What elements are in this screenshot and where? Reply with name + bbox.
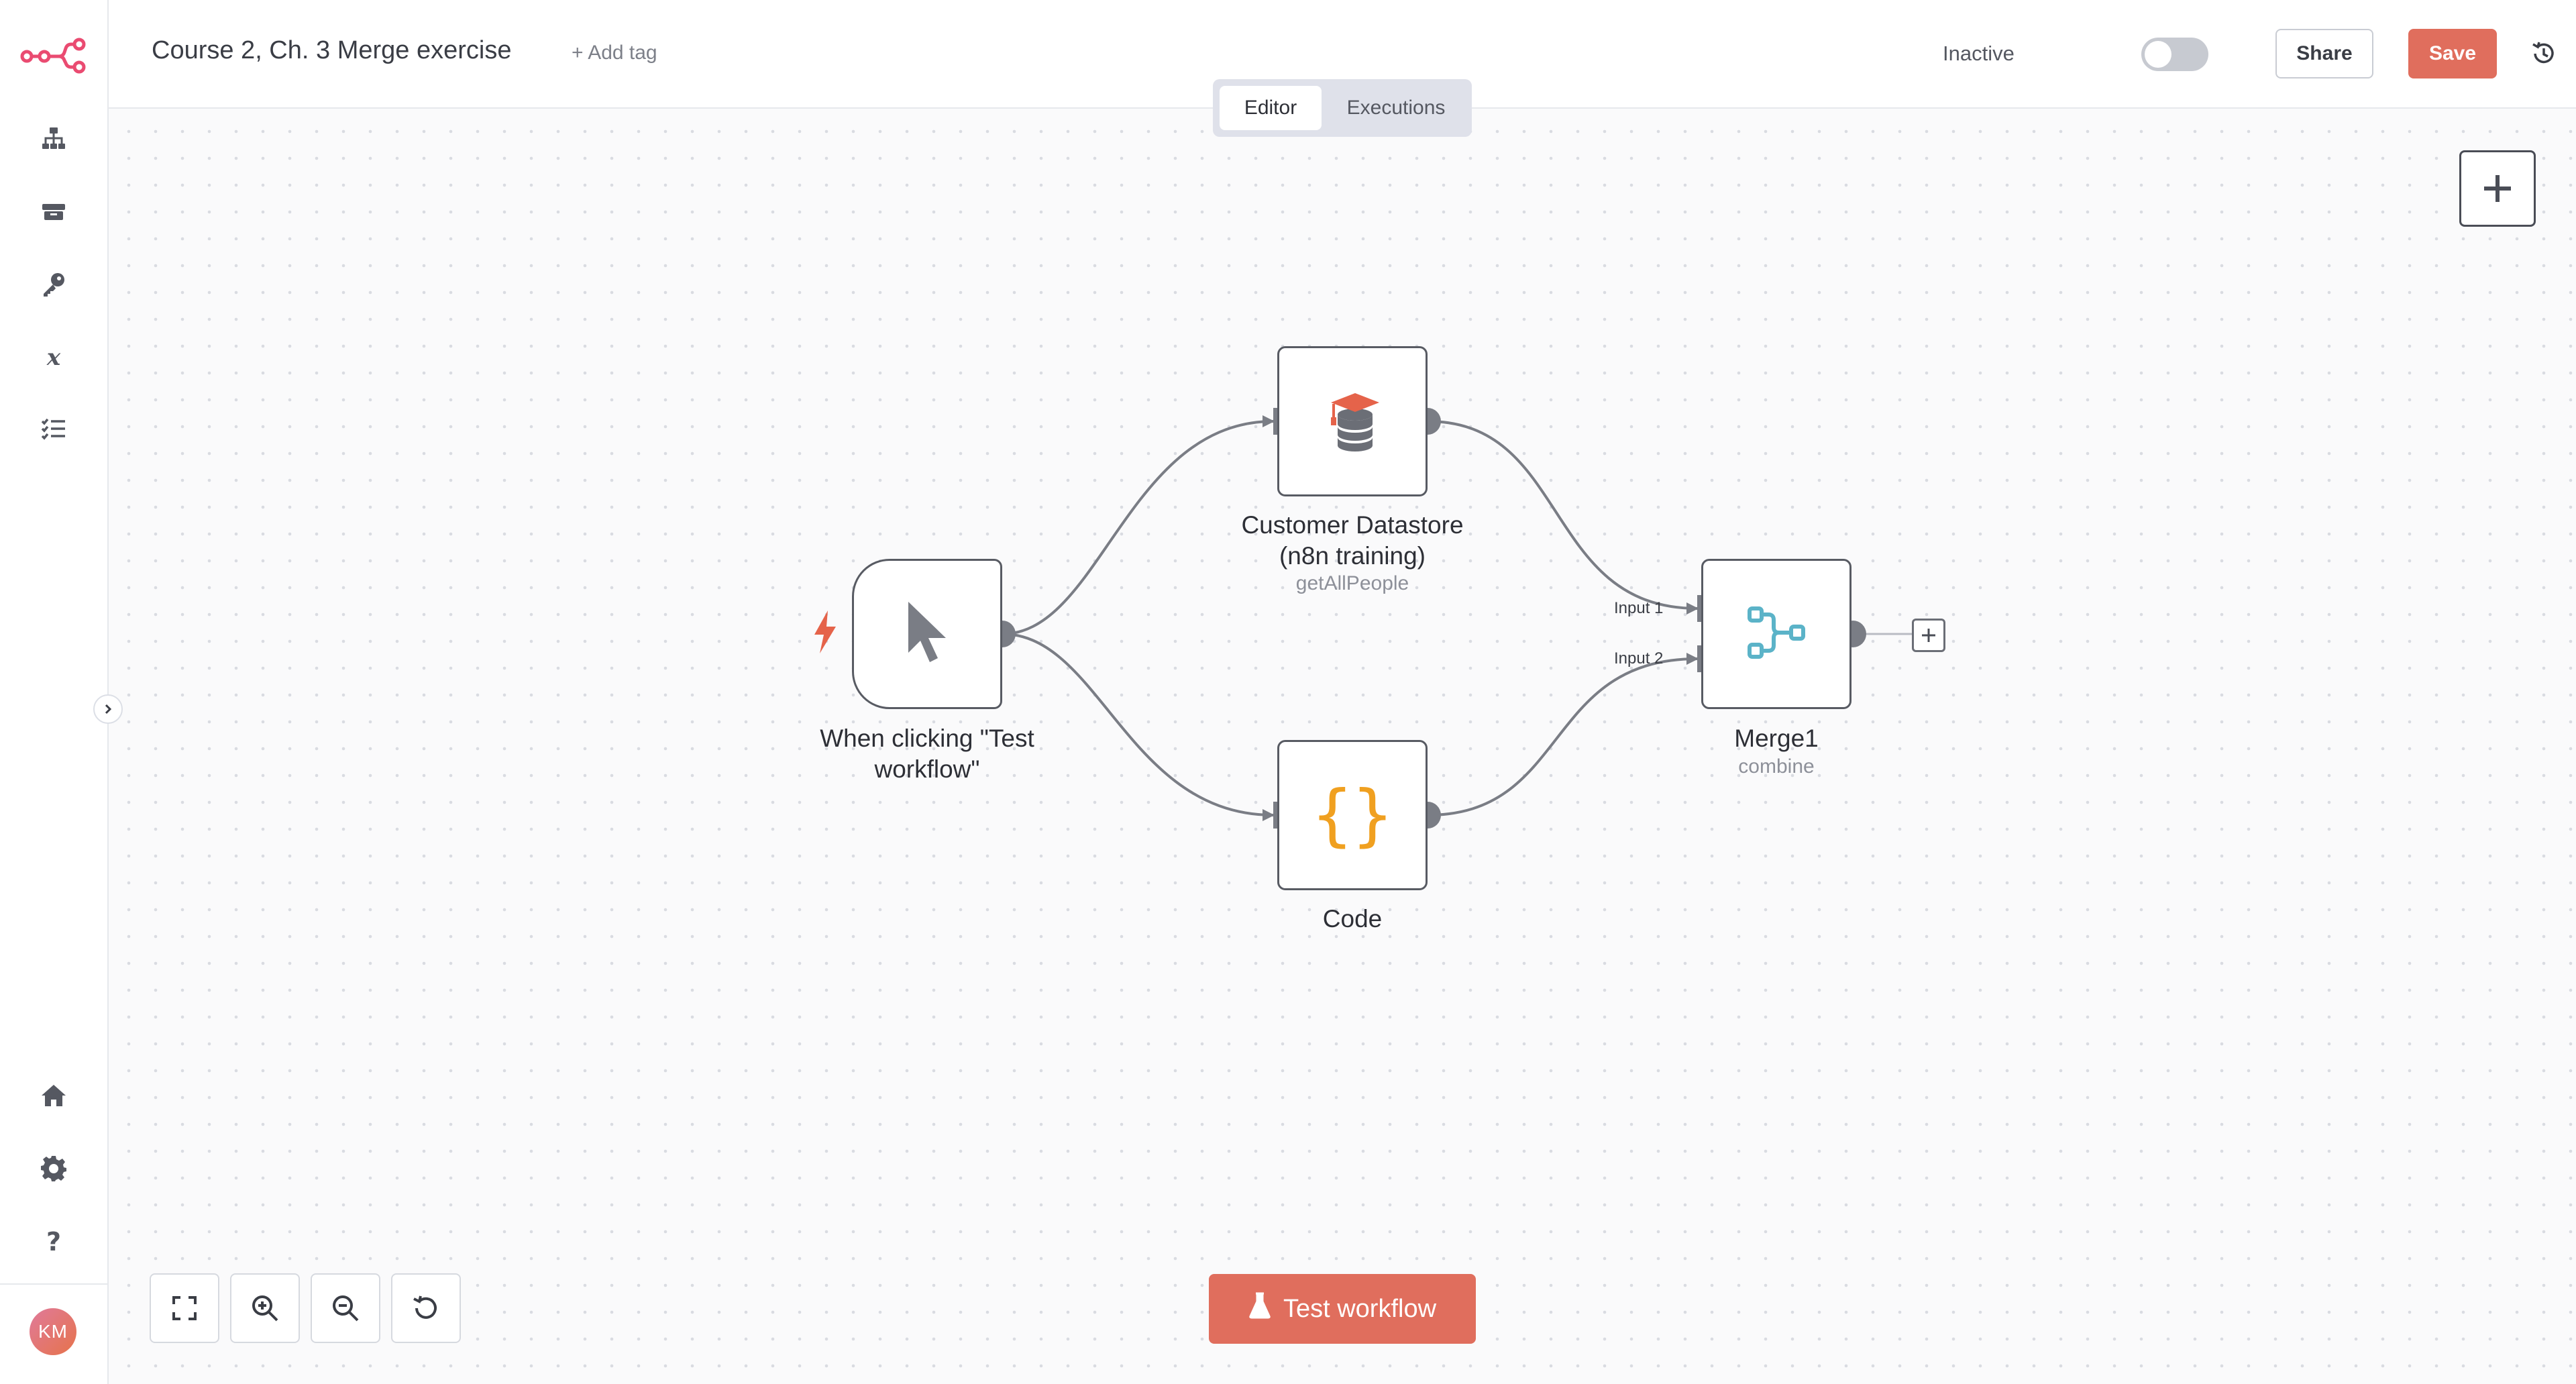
test-workflow-label: Test workflow [1283,1294,1437,1323]
zoom-in-button[interactable] [230,1273,300,1343]
merge-node[interactable] [1701,559,1851,709]
active-state-label: Inactive [1943,42,2015,65]
add-node-button[interactable] [2459,150,2536,227]
datastore-node[interactable] [1277,346,1428,496]
workflow-title[interactable]: Course 2, Ch. 3 Merge exercise [152,36,512,64]
templates-icon[interactable] [30,188,77,235]
datastore-node-subtitle: getAllPeople [1295,572,1409,594]
merge-input-2-label: Input 2 [1614,649,1664,668]
curly-braces-icon: {} [1311,776,1393,854]
credentials-icon[interactable] [30,260,77,307]
svg-text:x: x [46,344,61,370]
merge-input-1-label: Input 1 [1614,599,1664,617]
left-sidebar: x ? KM [0,0,109,1384]
help-icon[interactable]: ? [30,1217,77,1264]
zoom-out-button[interactable] [311,1273,380,1343]
test-workflow-button[interactable]: Test workflow [1209,1274,1476,1344]
merge-icon [1744,600,1809,668]
settings-icon[interactable] [30,1145,77,1191]
flask-icon [1248,1292,1271,1326]
merge-node-label: Merge1 [1734,725,1819,752]
tab-editor[interactable]: Editor [1220,86,1322,130]
cursor-icon [900,599,954,670]
trigger-node-label: When clicking "Test workflow" [820,725,1034,783]
add-tag-link[interactable]: + Add tag [572,42,657,64]
tab-executions[interactable]: Executions [1346,97,1446,119]
trigger-bolt-icon [812,610,839,657]
sidebar-expand-button[interactable] [93,694,123,724]
datastore-node-label: Customer Datastore (n8n training) [1241,511,1464,570]
fit-view-button[interactable] [150,1273,219,1343]
share-button[interactable]: Share [2275,29,2373,78]
workflows-icon[interactable] [30,115,77,162]
avatar[interactable]: KM [30,1308,76,1355]
code-node-label: Code [1322,905,1383,933]
executions-icon[interactable] [30,405,77,452]
save-button[interactable]: Save [2408,29,2497,78]
history-icon[interactable] [2524,34,2564,74]
n8n-logo[interactable] [19,34,89,74]
trigger-node[interactable] [852,559,1002,709]
database-graduation-icon [1320,388,1385,456]
variables-icon[interactable]: x [30,333,77,380]
active-toggle[interactable] [2141,38,2208,71]
sidebar-divider [0,1283,107,1285]
svg-text:?: ? [46,1227,61,1255]
home-icon[interactable] [30,1072,77,1119]
editor-executions-switch: Editor Executions [1213,79,1472,137]
code-node[interactable]: {} [1277,740,1428,890]
reset-zoom-button[interactable] [391,1273,461,1343]
add-next-node-button[interactable] [1912,619,1945,652]
toggle-knob [2145,41,2171,68]
merge-node-subtitle: combine [1738,755,1815,778]
